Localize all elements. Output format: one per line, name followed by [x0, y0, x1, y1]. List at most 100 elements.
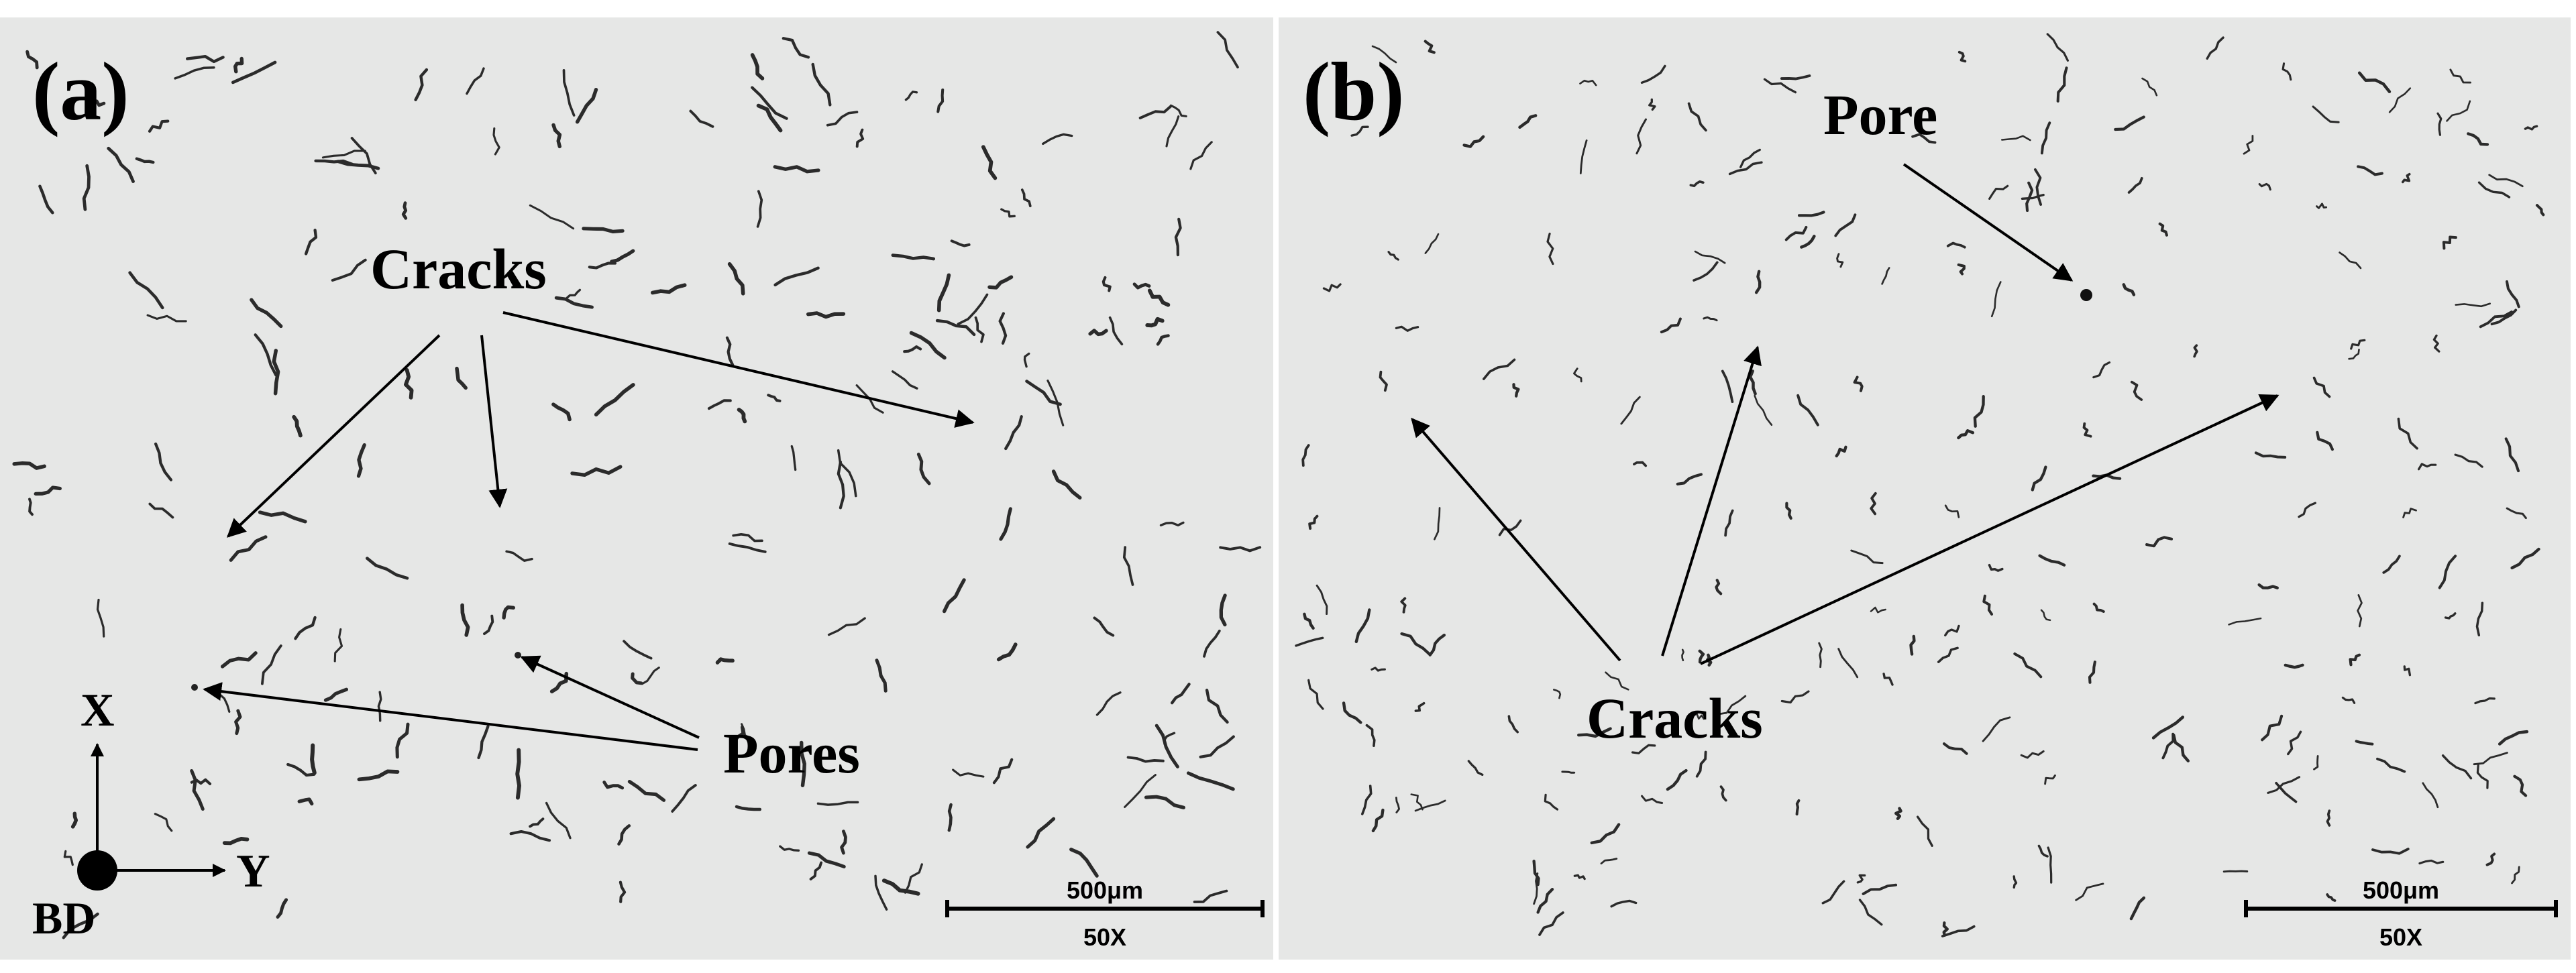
crack-feature: [779, 845, 800, 852]
crack-feature: [321, 150, 366, 159]
crack-feature: [1400, 597, 1407, 614]
scale-length-b: 500μm: [2363, 876, 2439, 904]
crack-feature: [2341, 696, 2356, 704]
pore-a1: [191, 684, 198, 691]
crack-feature: [2047, 846, 2053, 884]
crack-feature: [1573, 367, 1582, 383]
crack-feature: [2511, 866, 2520, 884]
crack-feature: [174, 66, 215, 80]
crack-feature: [2350, 339, 2366, 350]
crack-feature: [1159, 521, 1185, 526]
crack-feature: [146, 314, 187, 323]
crack-feature: [1042, 133, 1073, 146]
crack-feature: [1973, 395, 1985, 428]
crack-feature: [1301, 444, 1310, 467]
crack-feature: [1026, 817, 1056, 849]
crack-feature: [1350, 125, 1369, 137]
crack-feature: [63, 850, 74, 866]
crack-feature: [2193, 344, 2198, 358]
crack-feature: [2228, 617, 2262, 626]
micrograph-b: [1279, 17, 2571, 960]
crack-feature: [350, 137, 377, 174]
crack-feature: [304, 229, 318, 255]
crack-feature: [1000, 208, 1016, 218]
crack-feature: [323, 687, 349, 702]
crack-feature: [483, 614, 494, 636]
crack-feature: [1780, 690, 1810, 704]
crack-feature: [689, 109, 714, 128]
crack-features-b: [1295, 33, 2545, 937]
crack-feature: [529, 817, 545, 828]
crack-feature: [70, 811, 78, 829]
crack-feature: [1982, 594, 1993, 616]
scale-length-a: 500μm: [1067, 876, 1143, 904]
crack-feature: [377, 691, 382, 722]
crack-feature: [950, 239, 971, 247]
crack-feature: [1354, 608, 1371, 644]
crack-feature: [2044, 774, 2056, 785]
crack-feature: [998, 312, 1008, 345]
crack-feature: [2012, 875, 2018, 889]
crack-feature: [2313, 755, 2319, 770]
crack-feature: [1124, 774, 1157, 808]
crack-arrow-a1: [226, 334, 441, 538]
crack-feature: [2034, 168, 2042, 206]
crack-feature: [1681, 648, 1684, 662]
crack-feature: [25, 50, 39, 70]
crack-feature: [840, 829, 847, 855]
crack-feature: [1410, 793, 1424, 811]
crack-feature: [2382, 555, 2401, 574]
crack-feature: [1342, 701, 1362, 724]
crack-feature: [809, 861, 823, 880]
crack-feature: [1219, 546, 1262, 553]
crack-feature: [1307, 679, 1324, 710]
crack-feature: [233, 56, 244, 74]
crack-feature: [2013, 652, 2043, 679]
crack-feature: [2092, 361, 2111, 379]
crack-feature: [2141, 77, 2158, 97]
crack-feature: [2485, 852, 2496, 866]
crack-feature: [2418, 463, 2437, 471]
crack-feature: [545, 801, 572, 840]
crack-feature: [617, 824, 631, 846]
crack-feature: [1138, 105, 1173, 119]
crack-feature: [874, 874, 888, 911]
micrograph-a: [0, 17, 1273, 960]
crack-feature: [1295, 636, 1324, 647]
crack-feature: [1371, 45, 1397, 64]
crack-feature: [1507, 715, 1519, 734]
crack-feature: [401, 201, 408, 220]
crack-feature: [404, 368, 414, 400]
crack-feature: [756, 103, 783, 133]
crack-feature: [1881, 267, 1890, 285]
crack-feature: [1715, 579, 1723, 595]
crack-feature: [1145, 317, 1165, 328]
orientation-triad: X Y BD: [32, 685, 270, 943]
crack-feature: [2261, 714, 2284, 742]
crack-feature: [1544, 793, 1559, 811]
crack-feature: [1870, 492, 1877, 516]
crack-feature: [947, 803, 953, 832]
crack-feature: [2254, 451, 2287, 459]
y-axis-label: Y: [236, 846, 270, 897]
crack-feature: [2436, 112, 2443, 136]
crack-feature: [1796, 394, 1819, 426]
crack-feature: [987, 275, 1014, 290]
pore-b: [2080, 289, 2092, 301]
crack-feature: [1147, 288, 1171, 307]
crack-feature: [806, 311, 846, 319]
crack-feature: [220, 651, 258, 669]
crack-feature: [1069, 848, 1099, 878]
crack-feature: [2267, 776, 2301, 794]
crack-feature: [460, 603, 470, 637]
crack-feature: [916, 453, 931, 485]
crack-feature: [909, 331, 947, 360]
crack-feature: [2075, 882, 2104, 901]
crack-feature: [1518, 114, 1538, 129]
crack-feature: [1693, 713, 1705, 720]
crack-feature: [2376, 757, 2406, 773]
crack-feature: [1648, 98, 1656, 111]
crack-feature: [2316, 203, 2328, 209]
crack-feature: [1108, 316, 1124, 345]
crack-feature: [2444, 612, 2457, 620]
